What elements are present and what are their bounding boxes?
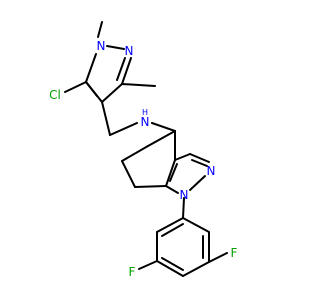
- bond-n2-c3-double: [116, 57, 126, 81]
- bond-c4prime-c5: [147, 130, 176, 147]
- bond-c5-cl: [64, 81, 87, 93]
- bond-ar1-ar2: [182, 217, 210, 233]
- bond-c7a-c3a-double: [169, 163, 178, 182]
- bond-n2-c3: [121, 57, 132, 85]
- bond-ch2-nh: [109, 122, 138, 136]
- atom-fluorine-2: F: [129, 265, 136, 279]
- atom-fluorine-1: F: [231, 246, 238, 260]
- bond-nh-c4prime: [151, 122, 176, 132]
- bond-ar3-ar4: [182, 261, 210, 277]
- atom-n-indazole-1: N: [180, 188, 189, 202]
- bond-ar3-f: [208, 252, 228, 263]
- atom-n-pyrazole-1: N: [97, 39, 106, 53]
- bond-n1-aryl: [182, 197, 185, 219]
- bond-c3-methyl: [121, 83, 156, 87]
- bond-n1-methyl: [97, 21, 103, 38]
- atom-n-indazole-2: N: [207, 164, 216, 178]
- molecule-structure: N N Cl N H N N F F: [0, 0, 300, 300]
- bond-n1-n2: [106, 45, 125, 50]
- bond-c3-n2-double: [191, 159, 208, 167]
- bond-ar5-f: [138, 260, 158, 270]
- bond-c5-c6: [121, 145, 149, 162]
- bond-ar4-ar5: [156, 260, 184, 277]
- atom-chlorine: Cl: [49, 88, 61, 102]
- bond-n2-n1: [189, 175, 206, 191]
- bond-c6-c7: [121, 160, 136, 188]
- bond-c4-c5-double: [85, 81, 98, 97]
- bond-c4-ch2: [101, 101, 111, 136]
- bond-ar6-ar1-inner: [161, 223, 184, 237]
- bond-n1-c7a: [165, 185, 179, 194]
- bond-c3a-c3: [174, 153, 191, 161]
- bond-ar6-ar1: [156, 217, 184, 233]
- bond-c3-n2: [189, 153, 210, 163]
- canvas-background: [0, 0, 300, 300]
- bonds: [64, 21, 228, 277]
- atom-amine-h: H: [142, 108, 148, 117]
- atom-n-pyrazole-2: N: [125, 44, 134, 58]
- bond-c5-n1: [85, 53, 97, 83]
- bond-c3-c4: [101, 83, 123, 103]
- atom-labels: N N Cl N H N N F F: [49, 39, 237, 279]
- atom-amine-n: N: [141, 115, 150, 129]
- bond-ar4-ar5-inner: [161, 257, 184, 271]
- bond-c7a-c3a: [165, 159, 176, 187]
- bond-c7-c7a: [134, 185, 167, 188]
